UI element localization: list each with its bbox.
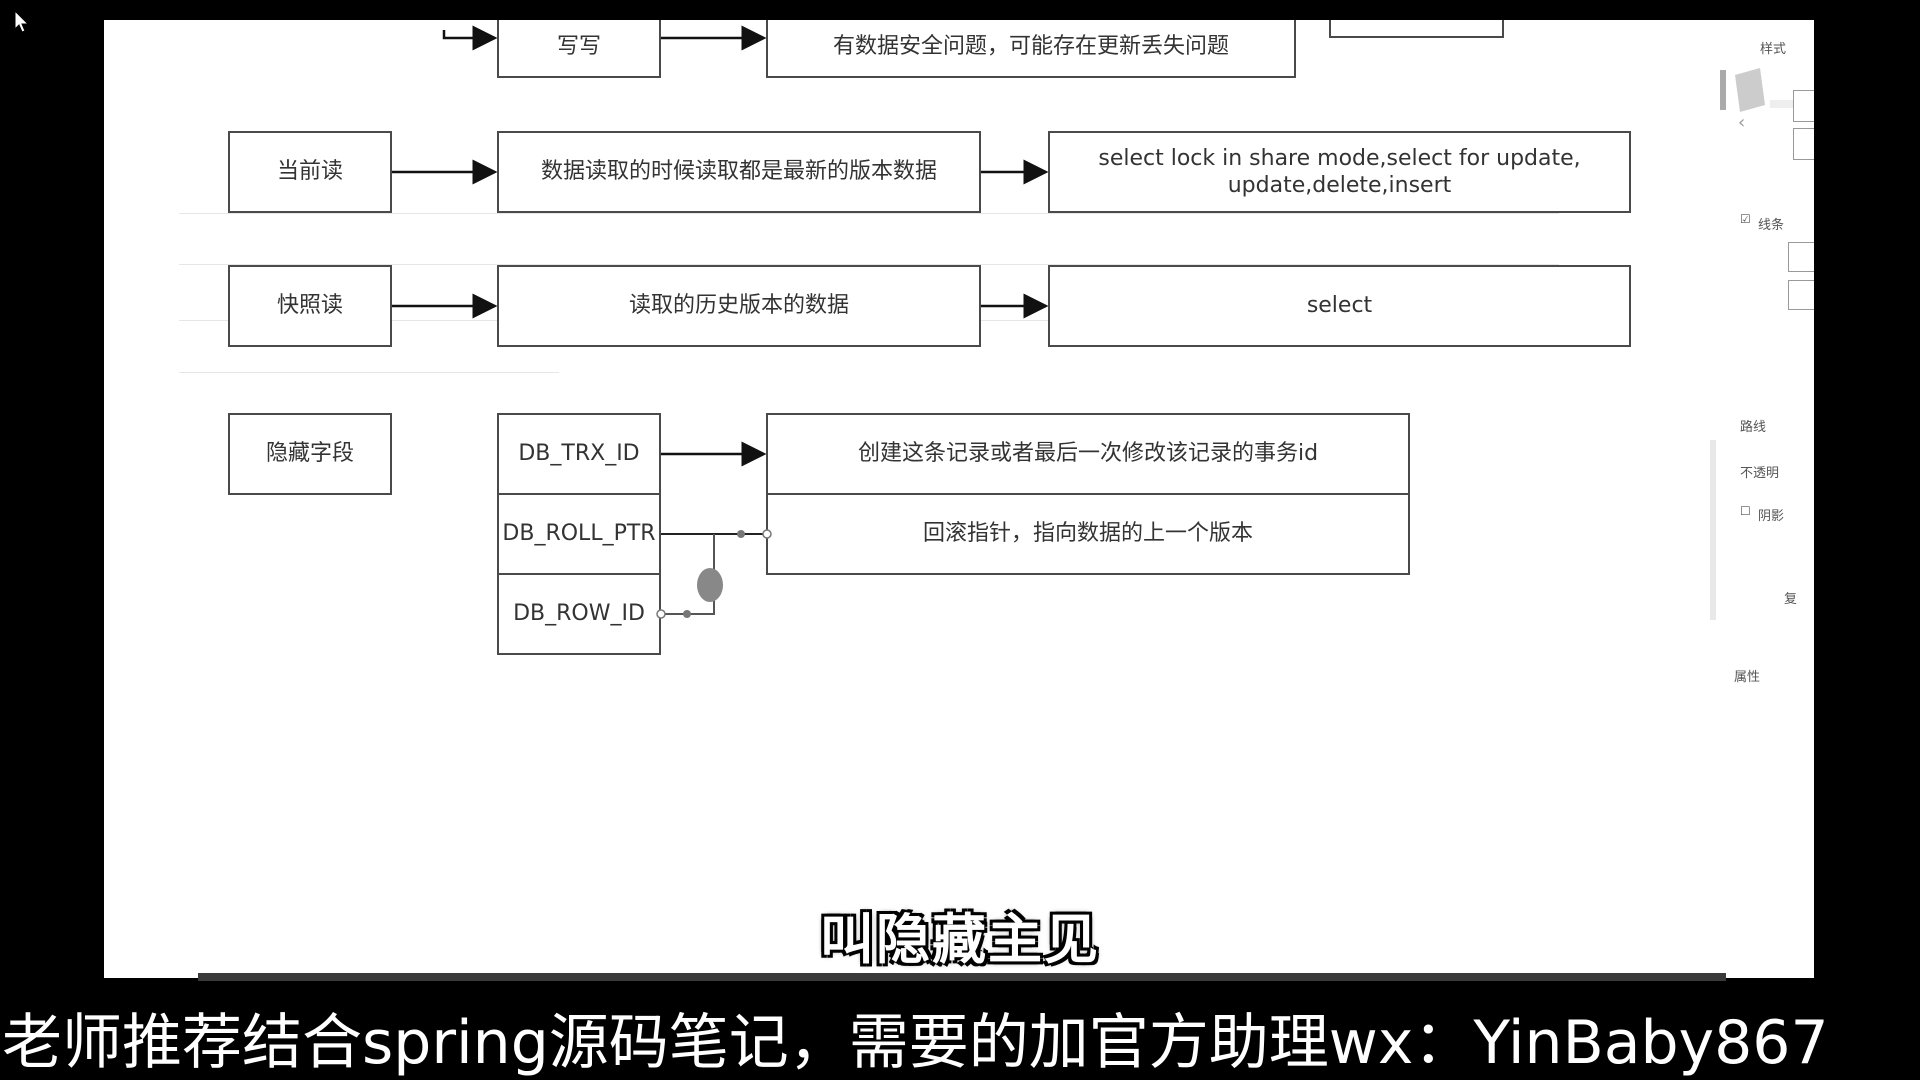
panel-copy-button[interactable]: 复: [1784, 592, 1798, 607]
chevron-left-icon[interactable]: ‹: [1738, 112, 1746, 133]
connector-top-left: [442, 25, 498, 51]
current-read-label: 当前读: [276, 159, 343, 185]
db-roll-ptr-box[interactable]: DB_ROLL_PTR: [497, 493, 661, 575]
handle-dot: [762, 529, 772, 539]
mouse-cursor-icon: [14, 10, 30, 33]
db-row-id-label: DB_ROW_ID: [513, 601, 645, 627]
current-read-sql: select lock in share mode,select for upd…: [1098, 145, 1581, 199]
write-write-description: 有数据安全问题，可能存在更新丢失问题: [832, 34, 1229, 60]
panel-scrollbar[interactable]: [1710, 440, 1716, 620]
panel-opacity-label: 不透明: [1740, 466, 1780, 481]
write-write-description-box[interactable]: 有数据安全问题，可能存在更新丢失问题: [766, 20, 1296, 78]
drag-handle: [697, 568, 723, 602]
trx-id-description: 创建这条记录或者最后一次修改该记录的事务id: [857, 441, 1319, 467]
roll-ptr-description: 回滚指针，指向数据的上一个版本: [922, 521, 1253, 547]
panel-route-label: 路线: [1740, 420, 1767, 435]
guide-line: [179, 213, 1559, 214]
snapshot-read-box[interactable]: 快照读: [228, 265, 392, 347]
panel-button[interactable]: [1793, 90, 1814, 122]
logo-icon: [1720, 68, 1810, 112]
connector-layer: [392, 25, 1049, 619]
db-trx-id-label: DB_TRX_ID: [518, 441, 640, 467]
ad-ticker: 老师推荐结合spring源码笔记，需要的加官方助理wx：YinBaby867: [0, 995, 1920, 1080]
current-read-sql-box[interactable]: select lock in share mode,select for upd…: [1048, 131, 1631, 213]
connector-row-id: [661, 534, 715, 615]
diagram-canvas[interactable]: 写写 有数据安全问题，可能存在更新丢失问题 当前读 数据读取的时候读取都是最新的…: [104, 20, 1814, 978]
write-write-box[interactable]: 写写: [497, 20, 661, 78]
panel-properties-label: 属性: [1734, 670, 1761, 685]
snapshot-read-description-box[interactable]: 读取的历史版本的数据: [497, 265, 981, 347]
guide-line: [179, 264, 1559, 265]
video-strip: [198, 973, 1726, 981]
roll-ptr-description-box[interactable]: 回滚指针，指向数据的上一个版本: [766, 493, 1410, 575]
checkbox-icon[interactable]: ☑: [1740, 212, 1751, 226]
snapshot-read-description: 读取的历史版本的数据: [628, 293, 849, 319]
panel-button[interactable]: [1793, 128, 1814, 160]
current-read-box[interactable]: 当前读: [228, 131, 392, 213]
handle-dot: [683, 610, 691, 618]
panel-field[interactable]: [1788, 242, 1814, 272]
checkbox-icon[interactable]: ☐: [1740, 504, 1751, 518]
video-subtitle: 叫隐藏主见: [820, 908, 1100, 971]
current-read-description: 数据读取的时候读取都是最新的版本数据: [540, 159, 937, 185]
handle-dot: [737, 530, 745, 538]
panel-field[interactable]: [1788, 280, 1814, 310]
handle-dot: [656, 609, 666, 619]
current-read-description-box[interactable]: 数据读取的时候读取都是最新的版本数据: [497, 131, 981, 213]
trx-id-description-box[interactable]: 创建这条记录或者最后一次修改该记录的事务id: [766, 413, 1410, 495]
snapshot-read-label: 快照读: [276, 293, 343, 319]
hidden-fields-label: 隐藏字段: [265, 441, 354, 467]
panel-style-tab[interactable]: 样式: [1760, 42, 1787, 57]
snapshot-read-sql-box[interactable]: select: [1048, 265, 1631, 347]
hidden-fields-box[interactable]: 隐藏字段: [228, 413, 392, 495]
panel-shadow-label: 阴影: [1758, 509, 1785, 524]
format-panel: 样式 ‹ ☑ 线条 路线 不透明 ☐ 阴影 复 属性: [1710, 20, 1814, 978]
db-roll-ptr-label: DB_ROLL_PTR: [502, 521, 656, 547]
db-trx-id-box[interactable]: DB_TRX_ID: [497, 413, 661, 495]
guide-line: [179, 372, 559, 373]
snapshot-read-sql: select: [1306, 293, 1373, 319]
panel-line-label: 线条: [1758, 218, 1785, 233]
write-write-label: 写写: [556, 34, 601, 60]
db-row-id-box[interactable]: DB_ROW_ID: [497, 573, 661, 655]
cut-off-box[interactable]: [1329, 20, 1504, 38]
